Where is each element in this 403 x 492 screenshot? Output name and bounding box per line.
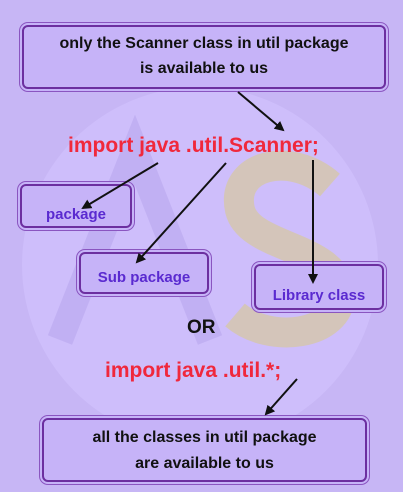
arrow-to-scanner bbox=[237, 91, 285, 132]
top-box: only the Scanner class in util package i… bbox=[22, 25, 386, 89]
arrow-to-sub-package bbox=[135, 162, 227, 264]
package-box: package bbox=[20, 184, 132, 228]
package-label: package bbox=[45, 206, 107, 223]
arrow-to-package bbox=[81, 162, 159, 210]
arrow-to-bottom-box bbox=[264, 378, 298, 416]
bottom-box: all the classes in util package are avai… bbox=[42, 418, 367, 482]
watermark-letter-s bbox=[223, 150, 356, 348]
sub-package-label: Sub package bbox=[97, 269, 191, 286]
top-box-line2: is available to us bbox=[139, 60, 269, 77]
top-box-line1: only the Scanner class in util package bbox=[59, 35, 349, 52]
or-text: OR bbox=[187, 317, 216, 338]
bottom-box-line1: all the classes in util package bbox=[92, 429, 317, 446]
import-all-statement: import java .util.*; bbox=[105, 359, 282, 382]
import-scanner-statement: import java .util.Scanner; bbox=[68, 134, 319, 157]
library-class-box: Library class bbox=[254, 264, 384, 310]
library-class-label: Library class bbox=[272, 287, 366, 304]
bottom-box-line2: are available to us bbox=[135, 455, 274, 472]
